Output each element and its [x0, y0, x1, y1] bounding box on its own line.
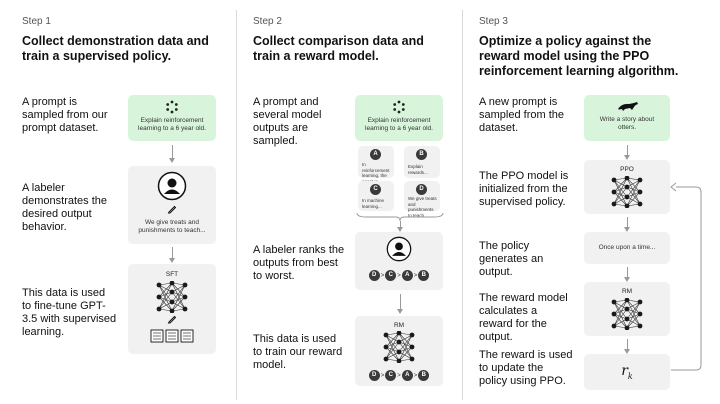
- step1-arrow-2: [169, 247, 175, 263]
- rank-badge-c: C: [385, 270, 397, 281]
- rank-badge-d: D: [368, 370, 380, 381]
- step3-reward-card: rk: [584, 354, 670, 390]
- output-a-badge: A: [370, 149, 381, 160]
- step2-rm-card: RM D>C>A>B: [355, 316, 443, 386]
- output-c-badge: C: [370, 184, 381, 195]
- step1-sft-label: SFT: [165, 271, 179, 278]
- rank-separator: >: [413, 372, 418, 379]
- ppo-network-icon: [611, 176, 643, 208]
- rank-badge-c: C: [385, 370, 397, 381]
- step2-heading: Collect comparison data and train a rewa…: [253, 34, 424, 63]
- step1-desc-finetune: This data is used to fine-tune GPT-3.5 w…: [22, 287, 117, 338]
- pencil-icon: [167, 205, 177, 214]
- otter-icon: [618, 102, 638, 111]
- step2-ranking-bottom: D>C>A>B: [355, 370, 443, 381]
- reward-subscript: k: [627, 371, 633, 381]
- pencil-icon: [167, 315, 177, 324]
- step2-prompt-card: Explain reinforcement learning to a 6 ye…: [355, 95, 443, 141]
- rank-badge-b: B: [418, 370, 430, 381]
- rm-network-icon: [383, 331, 415, 363]
- step3-ppo-label: PPO: [620, 166, 634, 173]
- step2-arrow-1: [397, 221, 403, 232]
- step2-desc-sampled: A prompt and several model outputs are s…: [253, 96, 322, 147]
- step1-desc-labeler: A labeler demonstrates the desired outpu…: [22, 182, 107, 233]
- recycle-icon: [393, 100, 405, 114]
- recycle-icon: [166, 100, 178, 114]
- step3-output-text: Once upon a time...: [598, 244, 656, 251]
- step3-rm-card: RM: [584, 282, 670, 336]
- step3-desc-generate: The policy generates an output.: [479, 240, 544, 278]
- step3-arrow-2: [624, 217, 630, 232]
- step3-arrow-3: [624, 267, 630, 282]
- step2-ranking-top: D>C>A>B: [355, 270, 443, 281]
- step1-demo-text: We give treats and punishments to teach.…: [138, 219, 206, 234]
- rank-badge-d: D: [368, 270, 380, 281]
- step1-labeler-card: We give treats and punishments to teach.…: [128, 166, 216, 244]
- output-b-badge: B: [416, 149, 427, 160]
- divider-2: [462, 10, 463, 400]
- step1-heading: Collect demonstration data and train a s…: [22, 34, 209, 63]
- step2-output-d: D We give treats and punishments to teac…: [404, 181, 440, 218]
- step1-arrow-1: [169, 145, 175, 163]
- step3-output-card: Once upon a time...: [584, 232, 670, 264]
- reward-symbol: r: [621, 363, 628, 379]
- step2-output-a: A In reinforcement learning, the agent i…: [358, 146, 394, 184]
- rank-separator: >: [397, 272, 401, 279]
- step3-desc-ppo: The PPO model is initialized from the su…: [479, 170, 569, 208]
- output-d-text: We give treats and punishments to teach.…: [408, 196, 437, 218]
- rank-badge-a: A: [401, 270, 413, 281]
- step3-feedback-arrow: [670, 182, 702, 371]
- rank-separator: >: [380, 272, 385, 279]
- step2-labeler-card: D>C>A>B: [355, 232, 443, 290]
- step3-label: Step 3: [479, 16, 508, 27]
- documents-icon: [150, 329, 194, 343]
- step3-rm-label: RM: [621, 288, 633, 295]
- rank-separator: >: [413, 272, 418, 279]
- rank-badge-b: B: [418, 270, 430, 281]
- rank-separator: >: [380, 372, 385, 379]
- step3-prompt-card: Write a story about otters.: [584, 95, 670, 141]
- step3-heading: Optimize a policy against the reward mod…: [479, 34, 679, 78]
- labeler-person-icon: [386, 236, 412, 262]
- sft-network-icon: [156, 281, 188, 313]
- divider-1: [236, 10, 237, 400]
- output-c-text: In machine learning...: [362, 198, 385, 209]
- step2-output-b: B Explain rewards...: [404, 146, 440, 178]
- step1-prompt-text: Explain reinforcement learning to a 6 ye…: [138, 117, 206, 132]
- step1-sft-card: SFT: [128, 264, 216, 354]
- step2-prompt-text: Explain reinforcement learning to a 6 ye…: [365, 117, 433, 132]
- step3-prompt-text: Write a story about otters.: [599, 116, 655, 131]
- rm-network-icon: [611, 298, 643, 330]
- step2-rm-label: RM: [393, 322, 405, 329]
- step3-desc-update: The reward is used to update the policy …: [479, 349, 573, 387]
- rank-separator: >: [397, 372, 401, 379]
- labeler-person-icon: [157, 171, 187, 201]
- step1-label: Step 1: [22, 16, 51, 27]
- step2-desc-ranks: A labeler ranks the outputs from best to…: [253, 244, 345, 282]
- step3-ppo-card: PPO: [584, 160, 670, 214]
- reward-value: rk: [584, 363, 670, 381]
- output-b-text: Explain rewards...: [408, 164, 428, 175]
- output-d-badge: D: [416, 184, 427, 195]
- step2-arrow-2: [397, 294, 403, 314]
- step1-desc-prompt: A prompt is sampled from our prompt data…: [22, 96, 108, 134]
- step1-prompt-card: Explain reinforcement learning to a 6 ye…: [128, 95, 216, 141]
- rank-badge-a: A: [401, 370, 413, 381]
- step2-output-c: C In machine learning...: [358, 181, 394, 211]
- step2-desc-train: This data is used to train our reward mo…: [253, 333, 343, 371]
- step3-arrow-4: [624, 339, 630, 354]
- step3-desc-prompt: A new prompt is sampled from the dataset…: [479, 96, 564, 134]
- step3-arrow-1: [624, 145, 630, 160]
- step2-label: Step 2: [253, 16, 282, 27]
- step3-desc-reward: The reward model calculates a reward for…: [479, 292, 568, 343]
